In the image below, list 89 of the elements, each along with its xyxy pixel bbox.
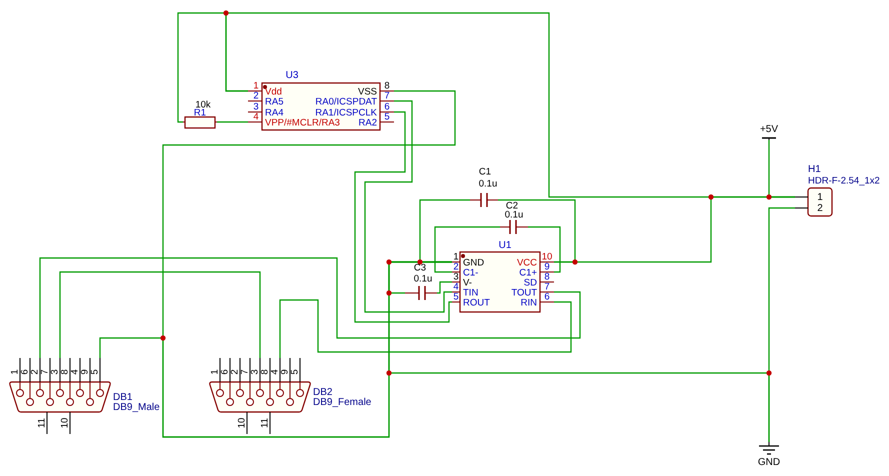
part-label: HDR-F-2.54_1x2 — [808, 176, 880, 186]
wire — [217, 121, 248, 123]
pin-number: 9 — [544, 262, 550, 272]
pin-number: 4 — [253, 112, 259, 122]
pin-number: 4 — [453, 282, 459, 292]
wire — [59, 271, 261, 358]
pin-number: 3 — [453, 272, 459, 282]
pin-number: 6 — [384, 102, 390, 112]
pin-name: RA4 — [265, 108, 284, 118]
pin-number: 3 — [253, 102, 259, 112]
pin-name: GND — [463, 258, 484, 268]
pin-name: RA2 — [358, 118, 377, 128]
reference-label: DB2 — [313, 388, 332, 398]
wire — [364, 100, 452, 313]
pin-number: 4 — [70, 369, 80, 375]
wire — [434, 226, 500, 273]
pin-number: 3 — [50, 369, 60, 375]
reference-label: DB1 — [113, 393, 132, 403]
pin-number: 8 — [60, 369, 70, 375]
pin-number: 1 — [253, 81, 259, 91]
wire — [528, 226, 561, 273]
reference-label: U3 — [286, 71, 298, 81]
pin-number: 7 — [384, 91, 390, 101]
pin-number: 1 — [453, 252, 459, 262]
wire — [437, 281, 452, 294]
pin-number: 10 — [60, 418, 70, 428]
pin-number: 7 — [240, 369, 250, 375]
pin-number: 1 — [210, 369, 220, 375]
pin-name: C1- — [463, 268, 478, 278]
value-label: 10k — [195, 100, 211, 110]
power-label: +5V — [760, 125, 778, 135]
pin-number: 5 — [384, 112, 390, 122]
pin-name: VPP/#MCLR/RA3 — [265, 118, 340, 128]
wire — [99, 261, 452, 438]
pin-name: ROUT — [463, 298, 490, 308]
wire — [498, 199, 576, 263]
pin-name: VSS — [358, 87, 377, 97]
reference-label: C3 — [414, 263, 426, 273]
pin-number: 5 — [90, 369, 100, 375]
part-label: DB9_Male — [113, 403, 160, 413]
pin-number: 2 — [817, 204, 823, 214]
pin-name: Vdd — [265, 87, 282, 97]
pin-number: 3 — [250, 369, 260, 375]
value-label: 0.1u — [414, 274, 432, 284]
pin-number: 11 — [37, 418, 47, 428]
pin-number: 4 — [270, 369, 280, 375]
pin-number: 1 — [10, 369, 20, 375]
value-label: 0.1u — [504, 210, 524, 220]
pin-name: TOUT — [511, 288, 537, 298]
pin-name: SD — [524, 278, 537, 288]
pin-number: 2 — [30, 369, 40, 375]
pin-number: 1 — [817, 193, 823, 203]
reference-label: C2 — [506, 201, 518, 211]
reference-label: H1 — [808, 165, 821, 175]
pin-name: RIN — [520, 298, 537, 308]
pin-number: 7 — [544, 282, 550, 292]
wire — [39, 257, 581, 358]
wire — [354, 111, 452, 323]
pin-number: 9 — [80, 369, 90, 375]
pin-number: 10 — [237, 418, 247, 428]
pin-number: 7 — [40, 369, 50, 375]
pin-number: 11 — [260, 418, 270, 428]
pin-number: 2 — [253, 91, 259, 101]
pin-name: TIN — [463, 288, 478, 298]
pin-name: RA1/ICSPCLK — [315, 108, 377, 118]
pin-number: 6 — [544, 292, 550, 302]
value-label: 0.1u — [478, 179, 498, 189]
pin-number: 9 — [280, 369, 290, 375]
pin-number: 2 — [453, 262, 459, 272]
pin-number: 8 — [384, 81, 390, 91]
pin-number: 2 — [230, 369, 240, 375]
pin-number: 6 — [20, 369, 30, 375]
pin-number: 8 — [544, 272, 550, 282]
power-label: GND — [758, 458, 780, 468]
pin-name: RA0/ICSPDAT — [315, 97, 377, 107]
part-label: DB9_Female — [313, 398, 372, 408]
pin-name: V- — [463, 278, 472, 288]
pin-number: 5 — [290, 369, 300, 375]
pin-name: RA5 — [265, 97, 284, 107]
pin-number: 6 — [220, 369, 230, 375]
pin-name: VCC — [516, 258, 537, 268]
reference-label: U1 — [498, 241, 512, 251]
pin-number: 5 — [453, 292, 459, 302]
pin-name: C1+ — [519, 268, 537, 278]
pin-number: 10 — [542, 252, 552, 262]
pin-number: 8 — [260, 369, 270, 375]
reference-label: R1 — [194, 108, 206, 118]
reference-label: C1 — [478, 167, 492, 177]
wire — [279, 299, 572, 358]
